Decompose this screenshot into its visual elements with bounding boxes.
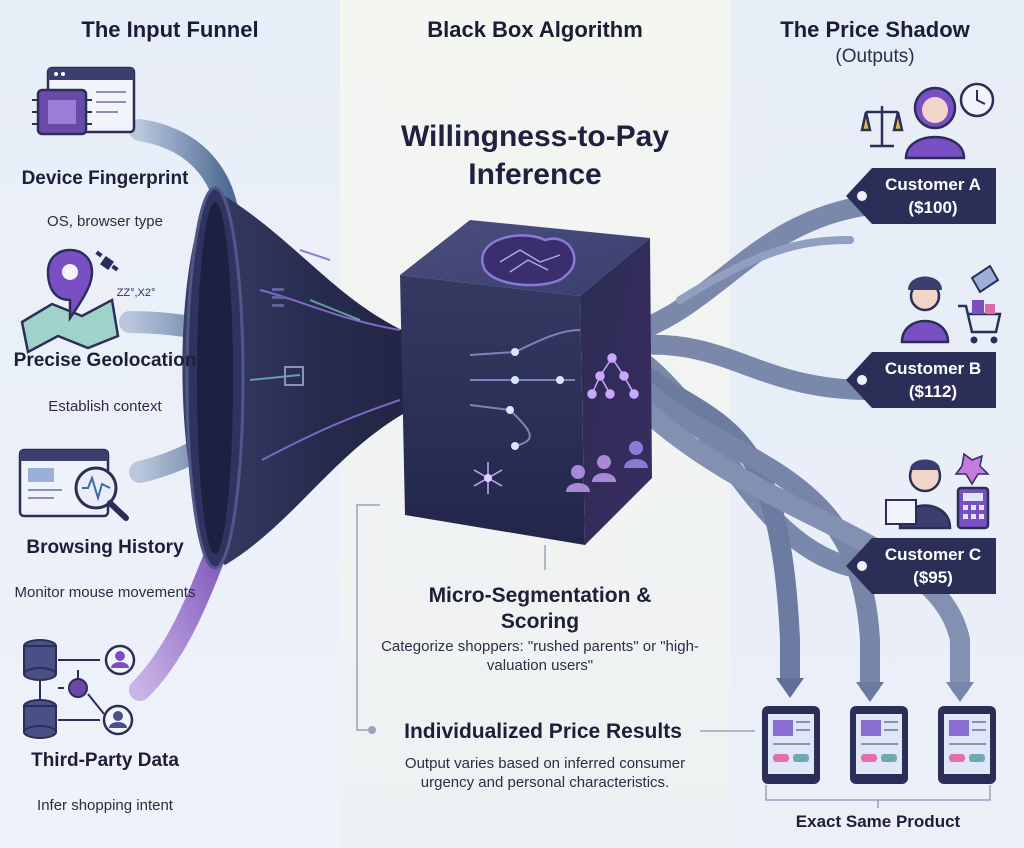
customer-b-label: Customer B — [884, 359, 982, 378]
results-desc: Output varies based on inferred consumer… — [404, 755, 686, 791]
segmentation-title: Micro-Segmentation & Scoring — [428, 584, 652, 633]
customer-cart-icon — [900, 264, 1002, 344]
price-tag-c-text: Customer C ($95) — [870, 543, 996, 589]
price-tag-a — [846, 168, 996, 224]
customer-a-label: Customer A — [885, 175, 981, 194]
product-tablet-3 — [938, 706, 996, 784]
price-tag-c — [846, 538, 996, 594]
results-title: Individualized Price Results — [404, 720, 682, 743]
funnel-graphic — [182, 186, 470, 570]
product-caption: Exact Same Product — [795, 812, 961, 831]
database-network-icon — [23, 639, 136, 739]
input-title-geolocation: Precise Geolocation — [13, 350, 197, 371]
segmentation-desc: Categorize shoppers: "rushed parents" or… — [381, 638, 699, 674]
magnifier-chart-icon — [18, 448, 129, 521]
algorithm-title: Willingness-to-Pay Inference — [400, 120, 670, 191]
input-desc-browsing: Monitor mouse movements — [14, 584, 196, 601]
product-tablet-2 — [850, 706, 908, 784]
customer-c-label: Customer C — [884, 545, 982, 564]
algorithm-column-title: Black Box Algorithm — [427, 17, 643, 42]
customer-calculator-icon — [885, 452, 990, 530]
coordinate-readout: ZZ°,X2° — [116, 287, 156, 299]
customer-c-price: ($95) — [913, 568, 953, 587]
chip-browser-icon — [32, 66, 136, 136]
input-desc-geolocation: Establish context — [48, 398, 162, 415]
input-desc-thirdparty: Infer shopping intent — [37, 797, 173, 814]
price-tag-b — [846, 352, 996, 408]
input-title-browsing: Browsing History — [26, 537, 184, 558]
customer-scales-clock-icon — [860, 82, 995, 160]
input-column-title: The Input Funnel — [81, 17, 259, 42]
customer-b-price: ($112) — [908, 382, 958, 401]
customer-a-price: ($100) — [908, 198, 958, 217]
price-tag-a-text: Customer A ($100) — [870, 173, 996, 219]
input-title-thirdparty: Third-Party Data — [31, 750, 179, 771]
output-column-subtitle: (Outputs) — [835, 46, 915, 67]
product-tablet-1 — [762, 706, 820, 784]
black-box-cube — [400, 220, 652, 545]
input-desc-device: OS, browser type — [47, 213, 163, 230]
input-title-device: Device Fingerprint — [21, 168, 189, 189]
map-pin-icon — [20, 248, 120, 354]
output-column-title: The Price Shadow — [780, 17, 970, 42]
price-tag-b-text: Customer B ($112) — [870, 357, 996, 403]
